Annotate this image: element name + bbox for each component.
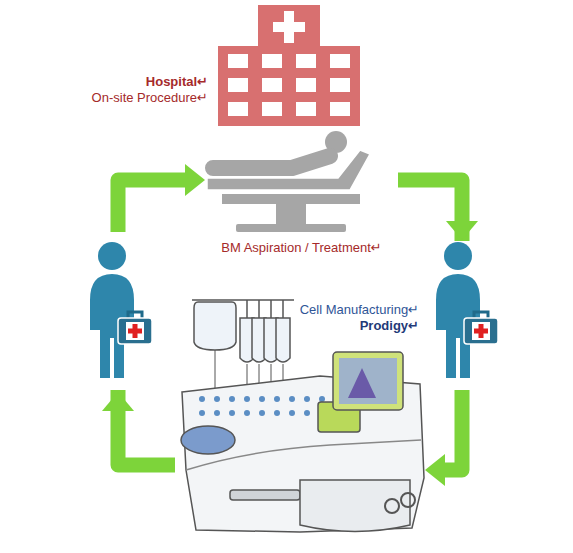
step-label: Cell Manufacturing↵: [300, 302, 419, 318]
flow-arrowhead: [102, 392, 134, 411]
arrow-gap: [426, 241, 504, 390]
treatment-node: BM Aspiration / Treatment↵: [205, 128, 398, 258]
frame-outline: [8, 120, 566, 549]
doctor-figure: [436, 242, 498, 378]
cell-manufacturing-node: Cell Manufacturing↵Prodigy↵: [175, 298, 425, 545]
flow-arrowhead: [446, 221, 478, 240]
site-heading: Hospital↵: [8, 74, 208, 90]
arrow-gap: [78, 232, 156, 390]
doctor-figure: [90, 242, 152, 378]
hospital-frame: Hospital↵On-site Procedure↵BM Aspiration…: [8, 120, 566, 549]
prodigy-machine: [181, 300, 424, 532]
hospital-icon: [218, 5, 360, 126]
patient-bed: [207, 131, 370, 232]
step-label: BM Aspiration / Treatment↵: [205, 240, 398, 256]
site-subheading: On-site Procedure↵: [8, 90, 208, 106]
device-name: Prodigy↵: [360, 318, 419, 334]
